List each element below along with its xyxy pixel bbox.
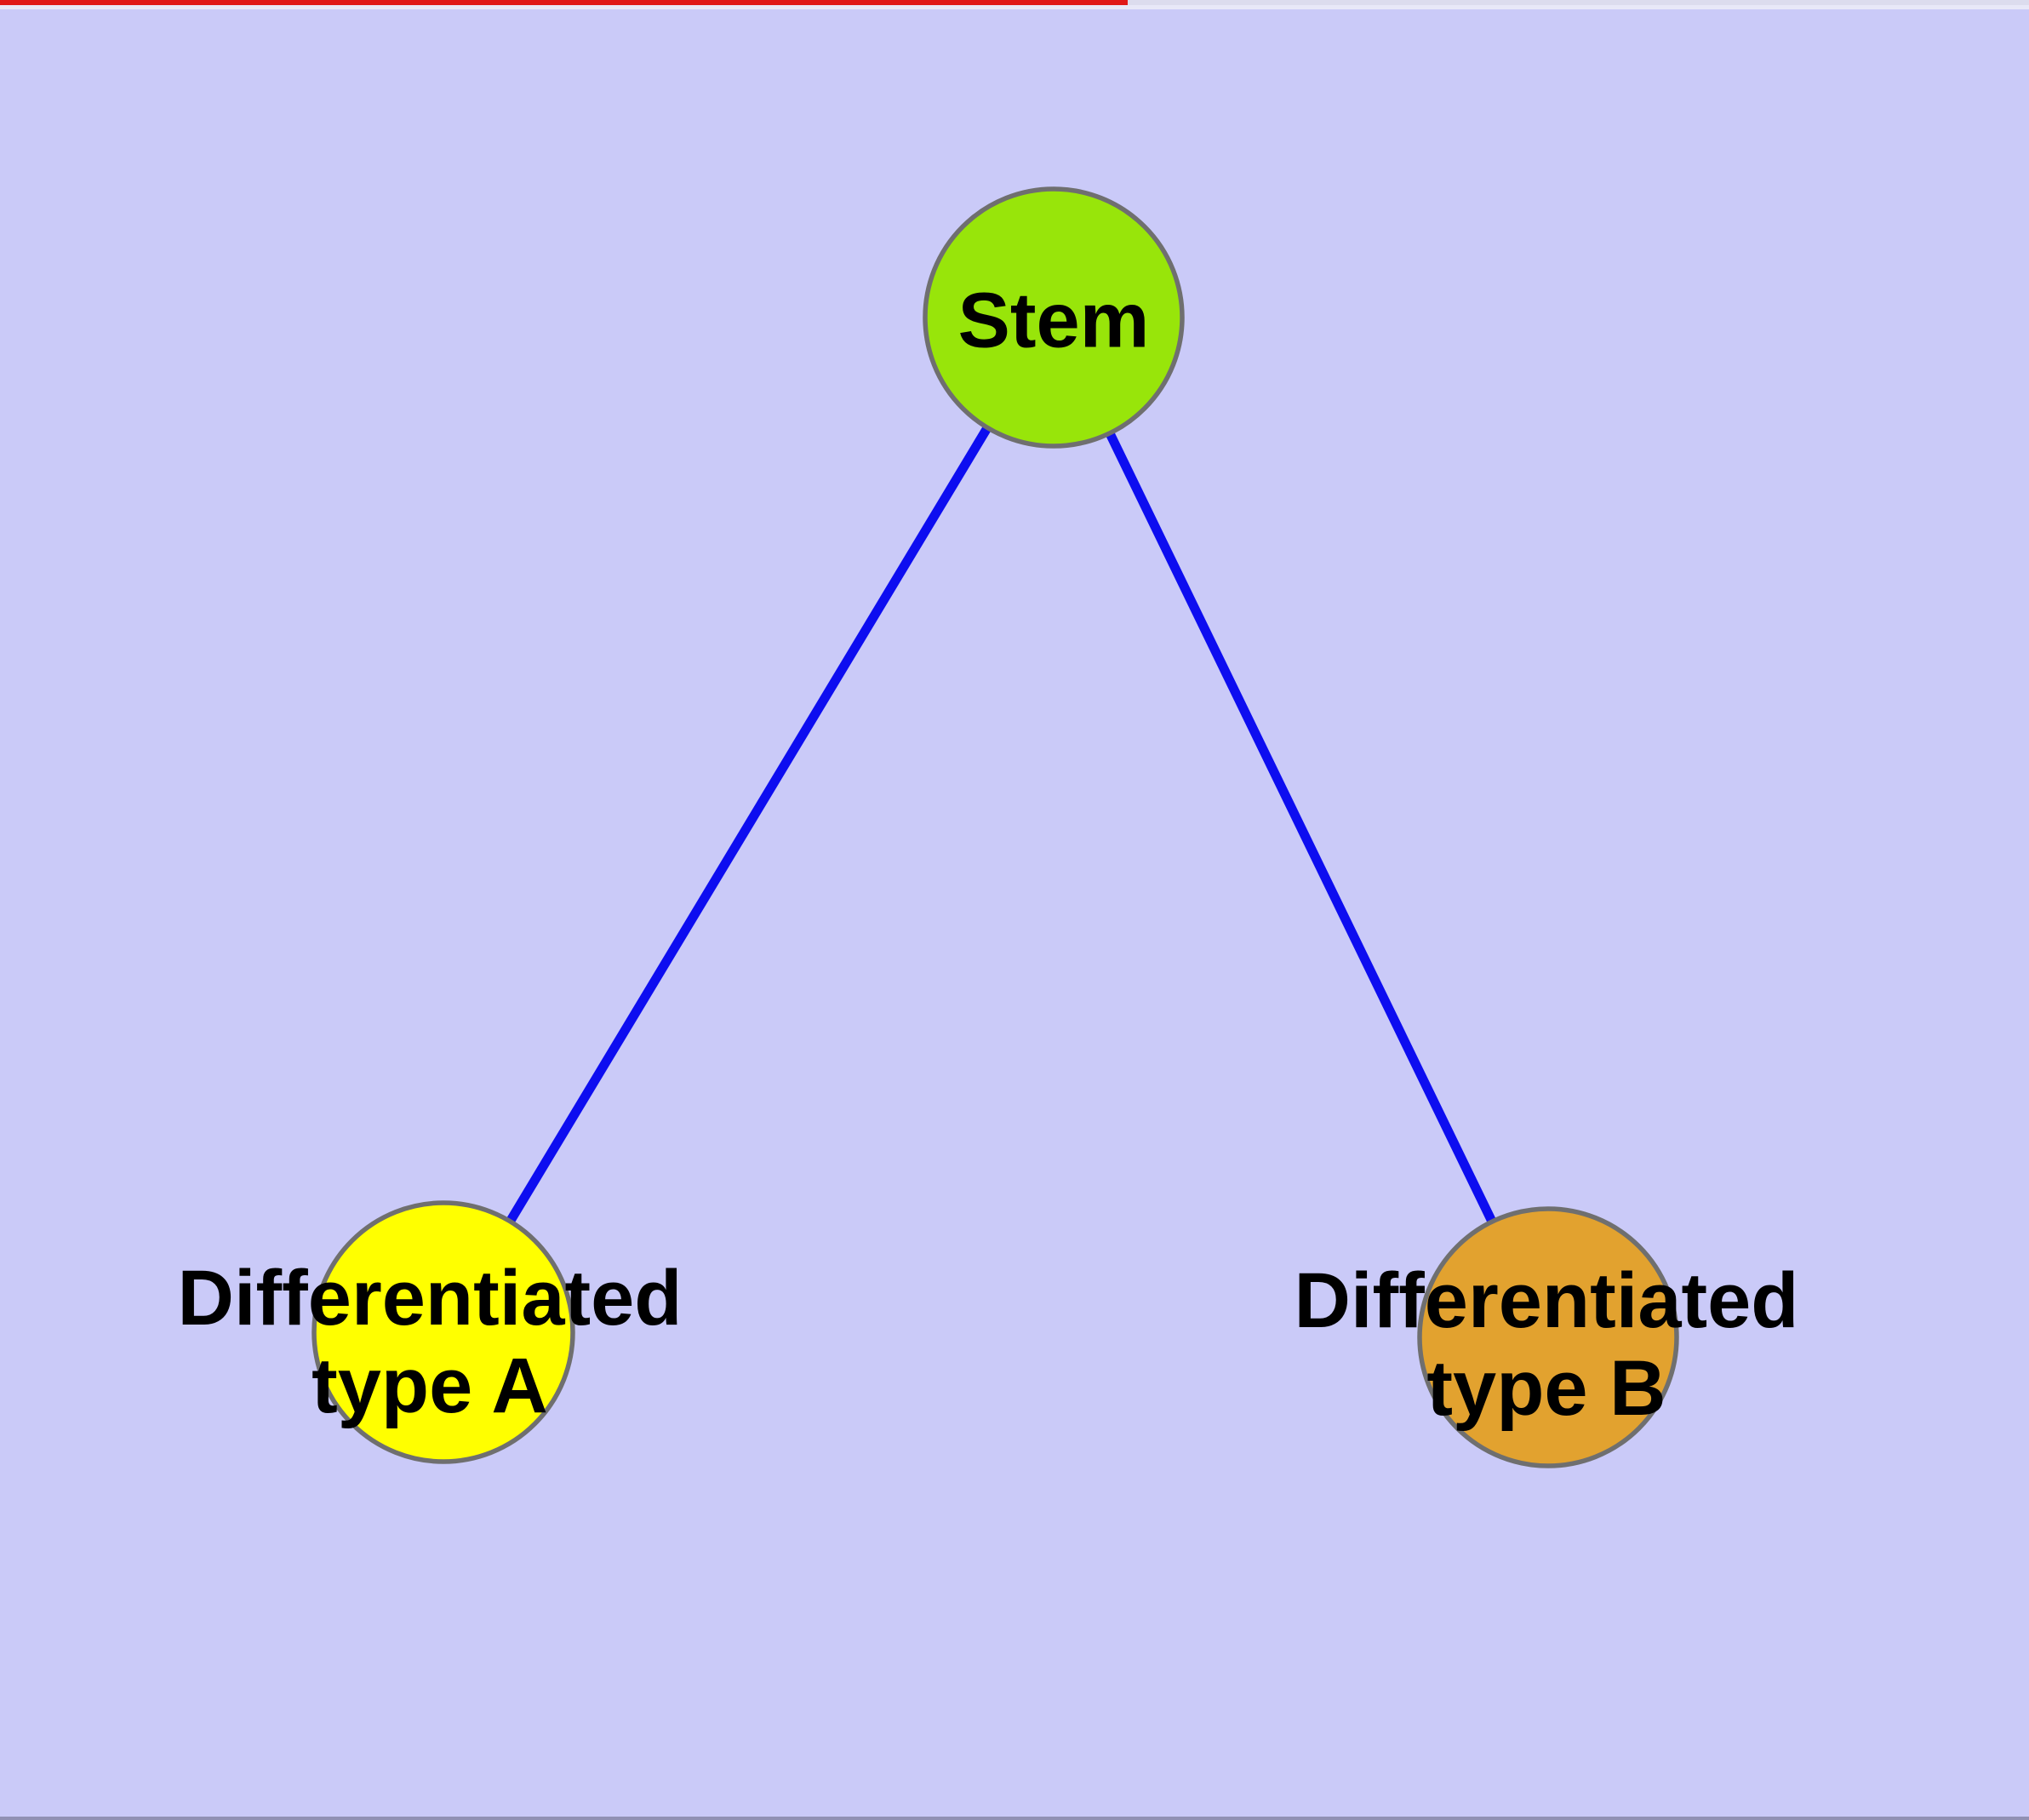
node-type-b-label-line-1: Differentiated xyxy=(1294,1256,1799,1344)
top-progress-bar-fill xyxy=(0,0,1128,5)
node-type-a-label: Differentiated type A xyxy=(178,1255,683,1430)
node-stem-label-text: Stem xyxy=(957,277,1150,364)
edge-stem-to-type-a xyxy=(439,315,1058,1335)
node-stem[interactable] xyxy=(923,186,1185,449)
node-type-b-label-line-2: type B xyxy=(1426,1345,1666,1432)
bottom-window-edge xyxy=(0,1817,2029,1820)
node-type-a-label-line-1: Differentiated xyxy=(177,1254,683,1342)
node-stem-label: Stem xyxy=(958,277,1150,364)
edge-stem-to-type-b xyxy=(1049,315,1552,1340)
node-differentiated-type-b[interactable] xyxy=(1417,1206,1679,1468)
node-type-b-label: Differentiated type B xyxy=(1295,1257,1799,1433)
node-type-a-label-line-2: type A xyxy=(311,1342,548,1429)
top-progress-bar-track xyxy=(1128,0,2029,5)
node-differentiated-type-a[interactable] xyxy=(311,1200,575,1464)
